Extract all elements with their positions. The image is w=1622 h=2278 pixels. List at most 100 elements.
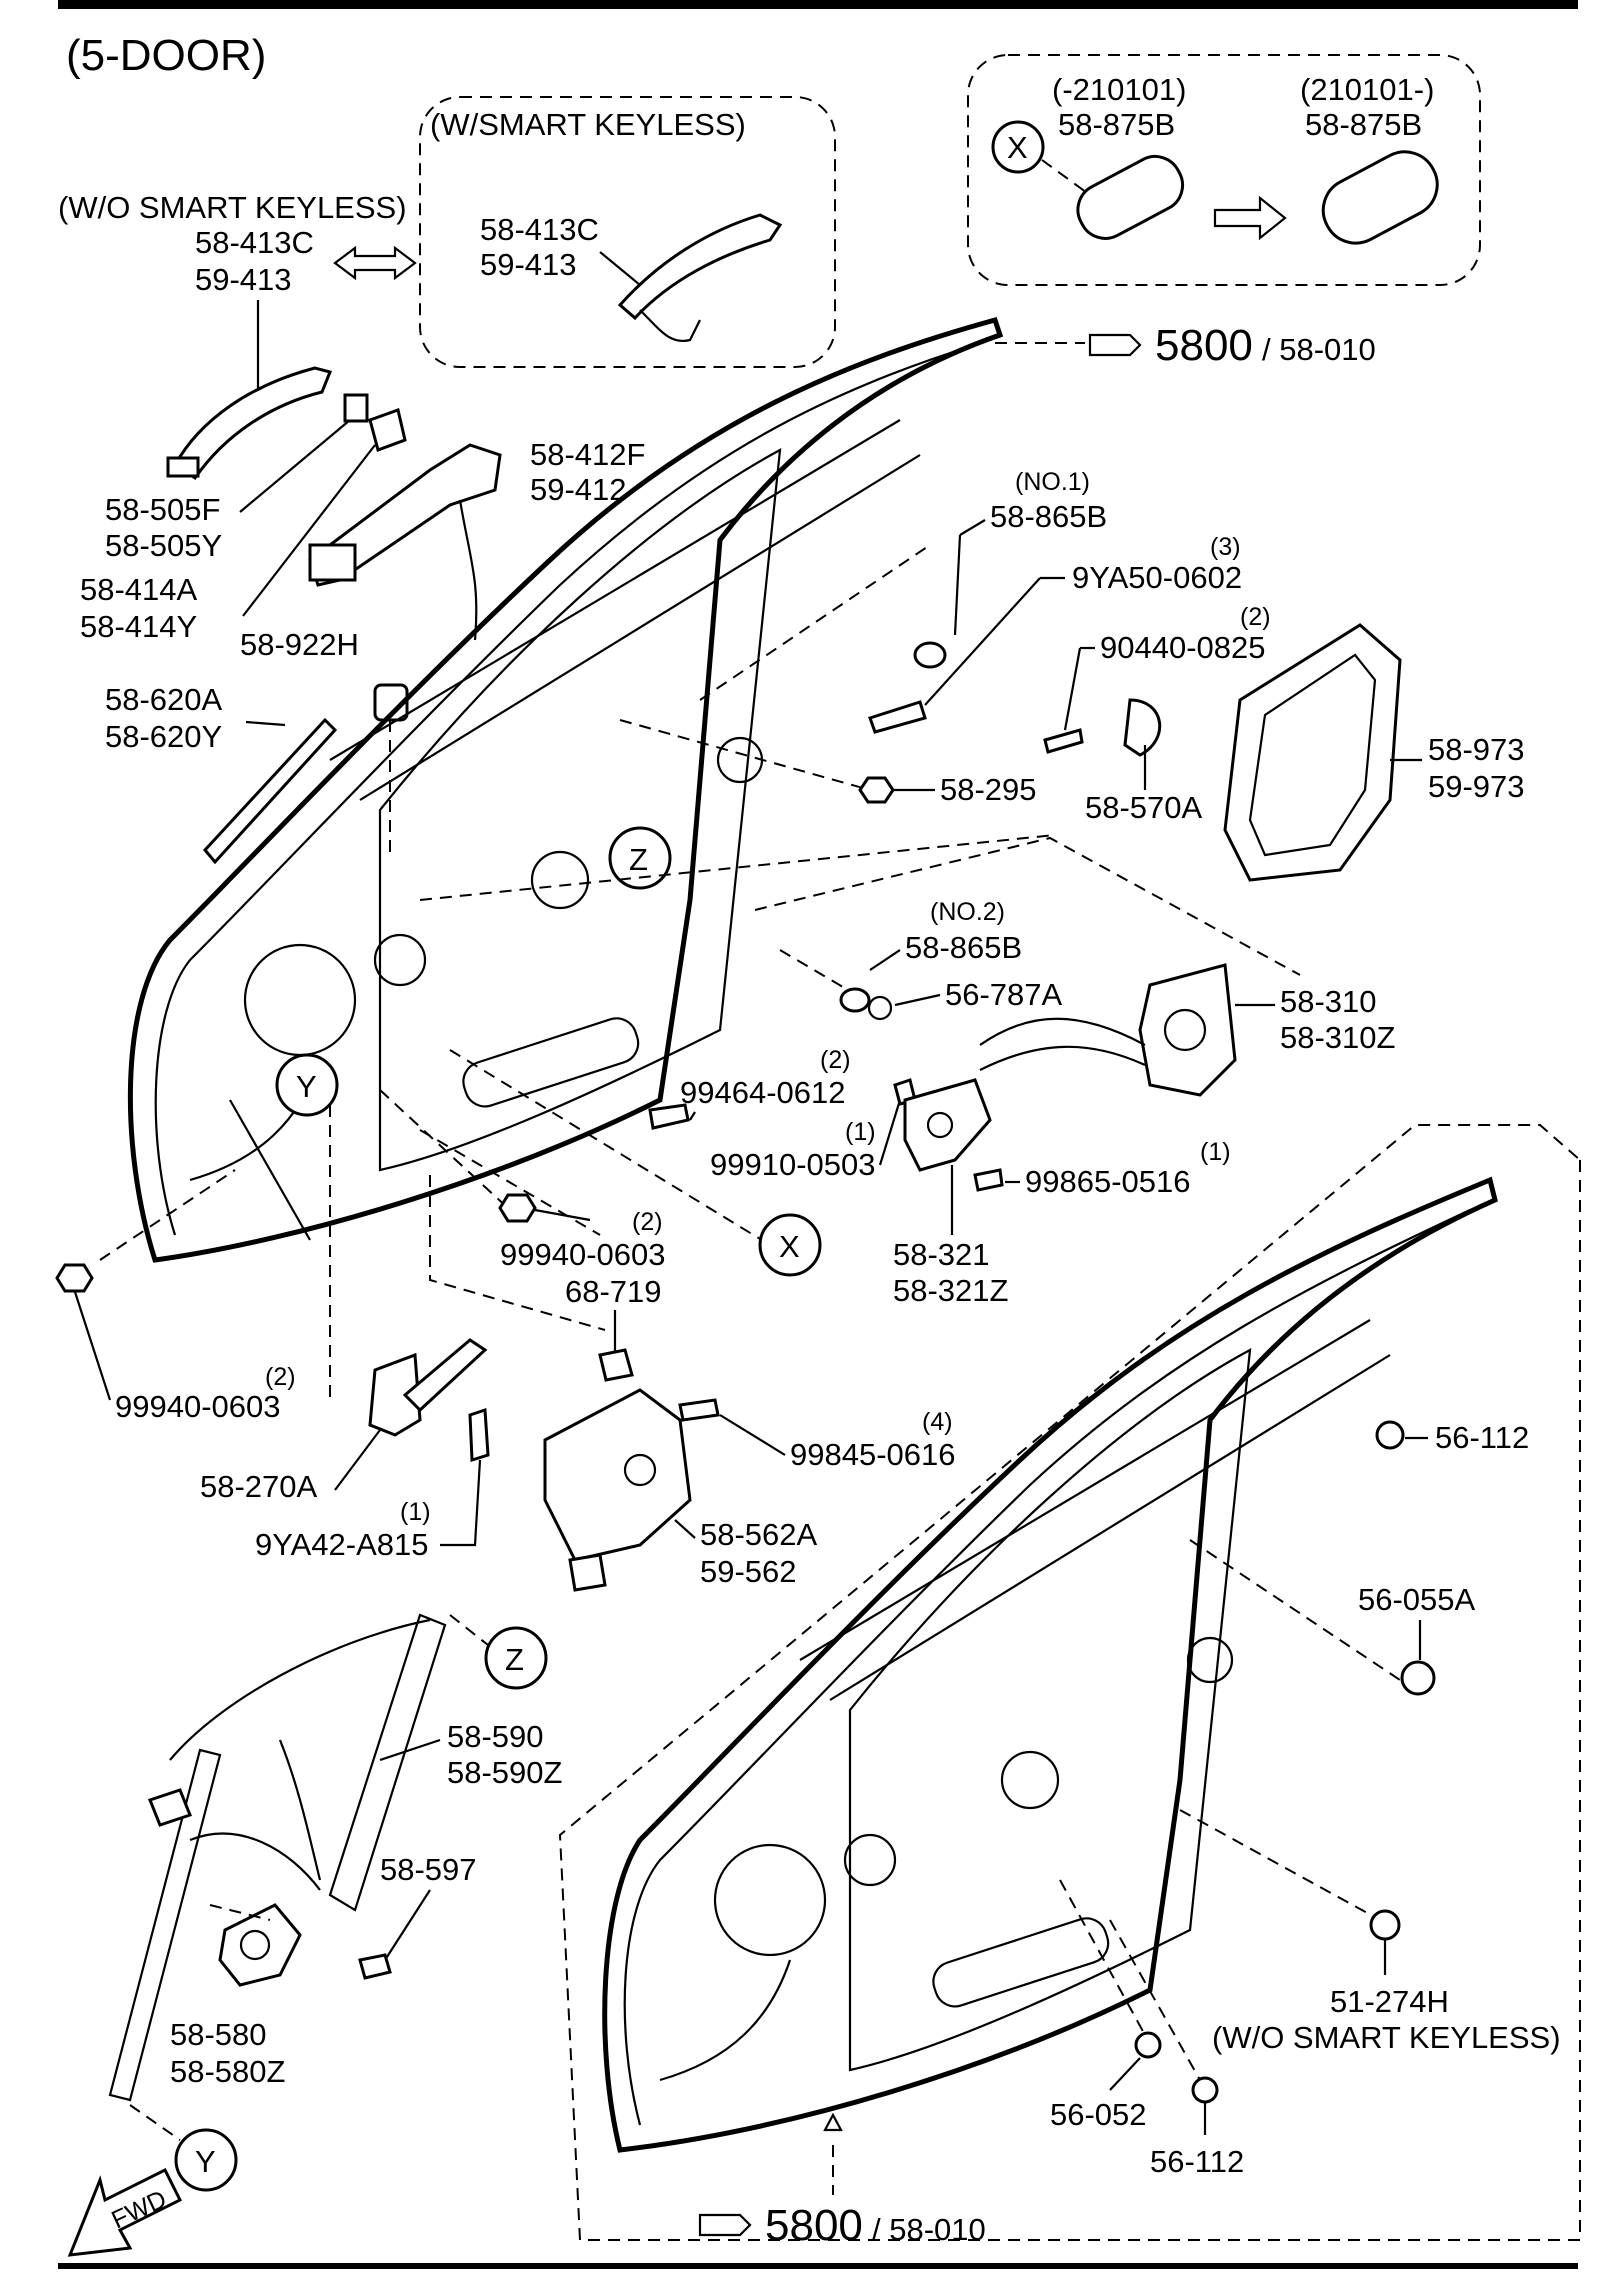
part-58-412f: 58-412F (530, 437, 645, 472)
double-arrow-icon (333, 245, 417, 281)
part-58-310z: 58-310Z (1280, 1020, 1395, 1055)
gasket-icon (368, 408, 407, 452)
plug-icon (913, 641, 947, 669)
handle-bracket-icon (308, 443, 502, 587)
callout-y-door: Y (296, 1069, 317, 1104)
nut-99940-b-icon (55, 1263, 94, 1293)
part-58-973: 58-973 (1428, 732, 1525, 767)
part-68-719: 68-719 (565, 1274, 662, 1309)
door-check-58-270a (368, 1338, 488, 1437)
window-regulator-58-590 (108, 1613, 447, 2102)
ref-bottom-big: 5800 (765, 2201, 863, 2250)
qty-2-c: (2) (632, 1208, 663, 1236)
bolt-99464-icon (648, 1103, 690, 1130)
front-door-lower (602, 1176, 1498, 2153)
cap-old-icon (1076, 155, 1185, 240)
bolt-99845-icon (678, 1398, 720, 1422)
callout-y-regulator: Y (195, 2144, 216, 2179)
ref-hand-bottom-icon (698, 2213, 752, 2237)
screw-58-597-icon (358, 1953, 392, 1980)
door-lock-58-310 (979, 963, 1237, 1097)
callout-z-door: Z (629, 842, 648, 877)
part-58-310: 58-310 (1280, 984, 1377, 1019)
smart-keyless-inset: (W/SMART KEYLESS) 58-413C 59-413 (419, 96, 836, 368)
part-58-865b-2: 58-865B (905, 930, 1022, 965)
screw-99865-icon (973, 1168, 1004, 1192)
part-99464-0612: 99464-0612 (680, 1075, 846, 1110)
inner-handle-58-321 (903, 1078, 992, 1172)
part-58-590: 58-590 (447, 1719, 544, 1754)
part-58-321z: 58-321Z (893, 1273, 1008, 1308)
part-58-580z: 58-580Z (170, 2054, 285, 2089)
garnish-icon (203, 717, 338, 865)
part-9ya50-0602: 9YA50-0602 (1072, 560, 1242, 595)
smart-keyless-title: (W/SMART KEYLESS) (430, 107, 746, 142)
plug-51-274h-icon (1369, 1909, 1401, 1941)
part-99845-0616: 99845-0616 (790, 1437, 956, 1472)
part-58-505f: 58-505F (105, 492, 220, 527)
arrow-hatched-icon (1213, 195, 1287, 241)
striker-icon (1123, 698, 1162, 757)
window-motor-58-580 (218, 1903, 302, 1987)
speaker-58-562a (543, 1388, 692, 1592)
bolt-9ya42-icon (468, 1407, 490, 1463)
qty-1-b: (1) (1200, 1138, 1231, 1166)
weatherstrip-58-973 (1223, 623, 1402, 882)
part-56-055a: 56-055A (1358, 1582, 1476, 1617)
screw-90440-icon (1043, 728, 1084, 754)
handle-smart-icon (617, 213, 783, 321)
inset-x-callout: X (1007, 130, 1028, 165)
diagram-title: (5-DOOR) (66, 31, 266, 80)
label-wo-smart-b: (W/O SMART KEYLESS) (1212, 2020, 1561, 2055)
grommet-56-112-b-icon (1191, 2076, 1219, 2104)
qty-2-a: (2) (1240, 603, 1271, 631)
part-99865-0516: 99865-0516 (1025, 1164, 1191, 1199)
part-58-590z: 58-590Z (447, 1755, 562, 1790)
part-56-787a: 56-787A (945, 977, 1063, 1012)
part-58-413c-inset: 58-413C (480, 212, 599, 247)
qty-2-b: (2) (820, 1046, 851, 1074)
part-9ya42-a815: 9YA42-A815 (255, 1527, 429, 1562)
inset-x: (-210101) 58-875B (210101-) 58-875B X (967, 54, 1481, 286)
label-no1: (NO.1) (1015, 468, 1090, 496)
part-58-321: 58-321 (893, 1237, 990, 1272)
qty-1-c: (1) (400, 1498, 431, 1526)
qty-2-d: (2) (265, 1363, 296, 1391)
outer-handle-icon (173, 366, 333, 481)
part-58-620a: 58-620A (105, 682, 223, 717)
label-no2: (NO.2) (930, 898, 1005, 926)
part-56-112-b: 56-112 (1150, 2144, 1244, 2179)
ref-top-big: 5800 (1155, 321, 1253, 370)
part-58-414a: 58-414A (80, 572, 198, 607)
grommet-56-112-a-icon (1375, 1420, 1405, 1450)
part-56-052: 56-052 (1050, 2097, 1147, 2132)
nut-99940-a-icon (498, 1193, 537, 1223)
fwd-arrow-icon: FWD (67, 2167, 183, 2257)
part-58-597: 58-597 (380, 1852, 477, 1887)
inset-left-range: (-210101) (1052, 72, 1186, 107)
part-59-413: 59-413 (195, 262, 292, 297)
bottom-border (58, 2263, 1578, 2269)
part-59-413-inset: 59-413 (480, 247, 577, 282)
top-border (58, 0, 1578, 9)
part-59-412: 59-412 (530, 472, 627, 507)
part-56-112-a: 56-112 (1435, 1420, 1529, 1455)
part-58-580: 58-580 (170, 2017, 267, 2052)
part-58-922h: 58-922H (240, 627, 359, 662)
callout-x-door: X (779, 1229, 800, 1264)
inset-left-part: 58-875B (1058, 107, 1175, 142)
part-58-295: 58-295 (940, 772, 1037, 807)
part-99940-0603-b: 99940-0603 (115, 1389, 281, 1424)
label-wo-smart: (W/O SMART KEYLESS) (58, 190, 407, 225)
qty-3: (3) (1210, 533, 1241, 561)
grommet-56-055a-icon (1400, 1660, 1436, 1696)
nut-58-295-icon (858, 776, 895, 804)
part-90440-0825: 90440-0825 (1100, 630, 1266, 665)
ref-hand-icon (1088, 333, 1142, 357)
part-99910-0503: 99910-0503 (710, 1147, 876, 1182)
callout-z-regulator: Z (505, 1642, 524, 1677)
part-58-270a: 58-270A (200, 1469, 318, 1504)
part-58-570a: 58-570A (1085, 790, 1203, 825)
bolt-68-719-icon (598, 1348, 634, 1382)
